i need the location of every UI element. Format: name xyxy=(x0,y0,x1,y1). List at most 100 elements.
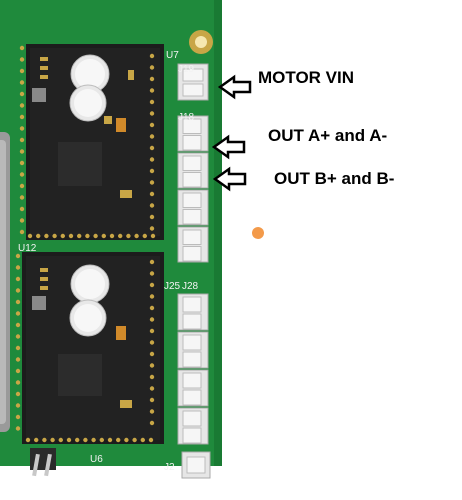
header-pin xyxy=(15,426,21,431)
header-pin xyxy=(148,437,154,443)
arrow-left-outline-icon xyxy=(212,166,247,192)
terminal-slot xyxy=(182,155,202,171)
header-pin xyxy=(85,233,90,239)
header-pin xyxy=(50,437,55,443)
pcb-right-margin xyxy=(222,0,258,472)
terminal-slot xyxy=(182,172,202,188)
silk-u12: U12 xyxy=(18,243,37,254)
terminal-slot xyxy=(182,410,202,427)
header-pin xyxy=(149,420,155,426)
header-pin xyxy=(107,437,113,443)
header-pin xyxy=(149,305,155,311)
header-pin xyxy=(149,397,155,403)
driver-module-upper xyxy=(26,44,164,240)
driver-module-lower xyxy=(22,252,164,444)
header-pin xyxy=(149,214,155,220)
header-pin xyxy=(134,233,139,239)
header-pin xyxy=(15,253,21,259)
header-pin xyxy=(149,65,155,70)
header-pin xyxy=(116,437,121,443)
header-pin xyxy=(149,99,155,105)
header-pin xyxy=(83,437,88,443)
header-pin xyxy=(149,88,155,93)
header-pin xyxy=(149,294,155,299)
header-pin xyxy=(15,265,21,270)
terminal-slot xyxy=(182,372,202,389)
terminal-slot xyxy=(182,229,202,245)
header-pin xyxy=(149,134,155,139)
header-pin xyxy=(42,437,47,443)
header-pin xyxy=(66,437,72,443)
orange-marker xyxy=(252,227,264,239)
header-pin xyxy=(19,137,25,143)
header-pin xyxy=(93,233,98,239)
header-pin xyxy=(149,340,155,345)
header-pin xyxy=(149,282,155,288)
header-pin xyxy=(19,45,25,51)
silk-j18: J18 xyxy=(178,112,195,123)
header-pin xyxy=(19,172,25,177)
header-pin xyxy=(99,437,105,443)
header-pin xyxy=(149,271,155,276)
connector-stack-lower xyxy=(177,293,209,445)
header-pin xyxy=(15,357,21,362)
header-pin xyxy=(149,145,155,151)
header-pin xyxy=(19,103,25,108)
header-pin xyxy=(19,160,25,166)
header-pin xyxy=(77,233,82,239)
header-pin xyxy=(149,409,155,414)
terminal-slot xyxy=(182,334,202,351)
header-pin xyxy=(149,351,155,357)
terminal-slot xyxy=(182,118,202,134)
header-pin xyxy=(149,76,155,82)
header-pin xyxy=(75,437,80,443)
header-pin xyxy=(149,168,155,174)
header-pin xyxy=(15,391,21,397)
silk-j19: J19 xyxy=(178,64,195,75)
header-pin xyxy=(19,229,25,235)
header-pin xyxy=(58,437,63,443)
header-pin xyxy=(142,233,147,239)
header-pin xyxy=(15,380,21,385)
header-pin xyxy=(124,437,129,443)
terminal-slot xyxy=(182,313,202,330)
header-pin xyxy=(15,368,21,374)
terminal-slot xyxy=(182,246,202,262)
header-pin xyxy=(15,322,21,328)
header-pin xyxy=(27,233,33,239)
header-pin xyxy=(149,203,155,208)
arrow-left-outline-icon xyxy=(217,74,252,100)
header-pin xyxy=(126,233,131,239)
header-pin xyxy=(36,233,41,239)
arrow-left-outline-icon xyxy=(211,134,246,160)
header-pin xyxy=(91,437,96,443)
header-pin xyxy=(15,345,21,351)
header-pin xyxy=(15,299,21,305)
header-pin xyxy=(101,233,107,239)
header-pin xyxy=(149,111,155,116)
header-pin xyxy=(149,317,155,322)
header-pin xyxy=(19,206,25,212)
header-pin xyxy=(19,126,25,131)
header-pin xyxy=(149,374,155,380)
header-pin xyxy=(150,233,156,239)
header-pin xyxy=(19,57,25,62)
label-out-a: OUT A+ and A- xyxy=(268,126,388,145)
header-pin xyxy=(149,180,155,185)
silk-j28: J28 xyxy=(182,281,199,292)
header-pin xyxy=(19,183,25,189)
connector-stack-upper xyxy=(177,115,209,263)
terminal-slot xyxy=(182,296,202,313)
jumper-header xyxy=(30,448,56,477)
connector-motor-vin xyxy=(177,63,209,101)
left-side-component-inner xyxy=(0,140,6,424)
terminal-slot xyxy=(182,427,202,444)
header-pin xyxy=(15,403,21,408)
label-out-b: OUT B+ and B- xyxy=(274,169,395,188)
header-pin xyxy=(149,122,155,128)
header-pin xyxy=(109,233,115,239)
terminal-slot xyxy=(182,209,202,225)
header-pin xyxy=(19,68,25,74)
header-pin xyxy=(19,91,25,97)
silk-u6: U6 xyxy=(90,454,103,465)
